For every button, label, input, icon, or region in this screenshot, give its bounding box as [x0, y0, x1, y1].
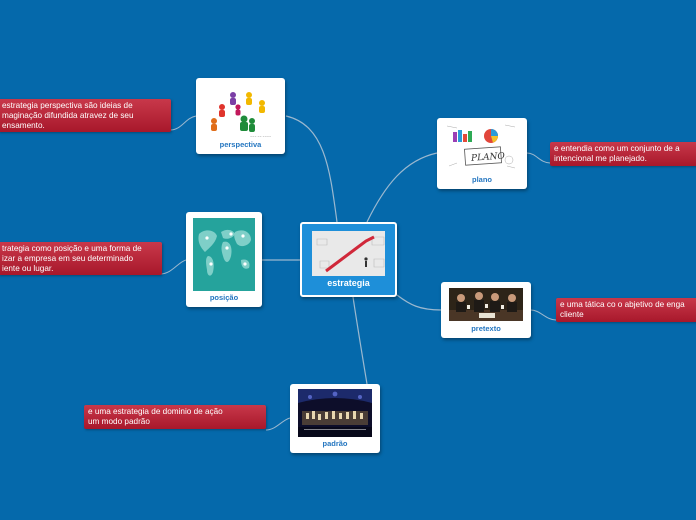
note-perspectiva[interactable]: estrategia perspectiva são ideias de mag… [0, 99, 171, 132]
topic-label-perspectiva: perspectiva [219, 140, 262, 149]
stairs-climb-illustration [312, 231, 385, 276]
svg-text:~~~ ~~ ~~~~: ~~~ ~~ ~~~~ [250, 135, 271, 138]
link-central-padrao [352, 296, 368, 385]
topic-node-perspectiva[interactable]: ~~~ ~~ ~~~~ perspectiva [196, 78, 285, 154]
link-plano-note [526, 152, 551, 164]
people-network-illustration: ~~~ ~~ ~~~~ [204, 85, 277, 139]
svg-text:PLANO: PLANO [470, 151, 506, 163]
plano-sketch-chart: PLANO [445, 122, 519, 172]
link-central-pretexto [396, 294, 442, 311]
card-players-photo [449, 288, 523, 321]
topic-label-posicao: posição [209, 293, 239, 302]
note-pretexto[interactable]: e uma tática co o abjetivo de enga clien… [556, 298, 696, 322]
central-topic-label: estrategia [327, 278, 370, 288]
topic-node-pretexto[interactable]: pretexto [441, 282, 531, 338]
link-pretexto-note [530, 309, 557, 321]
link-central-plano [366, 152, 438, 223]
note-posicao[interactable]: trategia como posição e uma forma de iza… [0, 242, 162, 275]
link-perspectiva-note [169, 115, 197, 131]
topic-node-plano[interactable]: PLANO plano [437, 118, 527, 189]
topic-label-plano: plano [472, 175, 492, 184]
link-padrao-note [265, 417, 291, 431]
topic-label-pretexto: pretexto [471, 324, 501, 333]
orchestra-stage-photo [298, 389, 372, 437]
topic-node-posicao[interactable]: posição [186, 212, 262, 307]
topic-node-padrao[interactable]: padrão [290, 384, 380, 453]
note-plano[interactable]: e entendia como um conjunto de a intenci… [550, 142, 696, 166]
link-central-perspectiva [285, 115, 338, 223]
world-map-pins-illustration [193, 218, 255, 291]
central-topic-node[interactable]: estrategia [300, 222, 397, 297]
link-posicao-note [159, 259, 187, 275]
topic-label-padrao: padrão [322, 439, 348, 448]
note-padrao[interactable]: e uma estrategia de dominio de ação um m… [84, 405, 266, 429]
